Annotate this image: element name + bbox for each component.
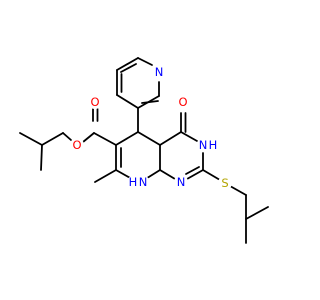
molecule-svg: N O O O H N N H	[19, 57, 269, 244]
svg-text:O: O	[178, 95, 187, 109]
bond	[62, 132, 72, 141]
atom-label-sulfur: S	[218, 176, 232, 190]
atom-label-pyridine-nitrogen: N	[152, 65, 166, 79]
bond	[41, 132, 64, 146]
svg-text:H: H	[129, 175, 138, 189]
bond	[141, 100, 159, 104]
molecule-structure-diagram: N O O O H N N H	[19, 57, 269, 244]
atom-label-n3-hydrogen: H	[207, 138, 219, 152]
bond	[40, 144, 43, 171]
bond	[180, 131, 198, 142]
bond	[137, 131, 161, 146]
bond	[202, 169, 221, 181]
atom-label-carbonyl-oxygen: O	[88, 95, 102, 109]
bond	[116, 94, 139, 109]
svg-text:S: S	[221, 176, 228, 190]
atom-label-n3-nitrogen: N	[196, 138, 210, 152]
bond	[185, 166, 200, 175]
svg-text:N: N	[199, 138, 208, 152]
atom-label-n8-nitrogen: N	[136, 175, 150, 189]
svg-text:O: O	[90, 95, 99, 109]
bond	[186, 169, 204, 180]
bond	[245, 206, 269, 220]
bond	[94, 169, 117, 183]
bond	[159, 131, 182, 146]
bond	[120, 63, 137, 73]
svg-text:N: N	[139, 175, 148, 189]
bond	[115, 131, 139, 146]
bond	[19, 132, 43, 146]
bond	[229, 185, 247, 196]
svg-text:N: N	[177, 175, 186, 189]
svg-text:H: H	[209, 138, 218, 152]
atom-label-ester-oxygen: O	[70, 138, 84, 152]
svg-text:O: O	[72, 138, 81, 152]
bond	[137, 57, 153, 66]
bond-lines	[19, 57, 269, 244]
bond	[116, 57, 139, 71]
bond	[93, 132, 117, 146]
atom-label-n1-nitrogen: N	[174, 175, 188, 189]
atom-label-keto-oxygen: O	[176, 95, 190, 109]
atom-label-n8-hydrogen: H	[127, 175, 139, 189]
atom-labels: N O O O H N N H	[70, 65, 232, 190]
bond	[82, 132, 95, 143]
svg-text:N: N	[155, 65, 164, 79]
bond	[159, 169, 176, 180]
